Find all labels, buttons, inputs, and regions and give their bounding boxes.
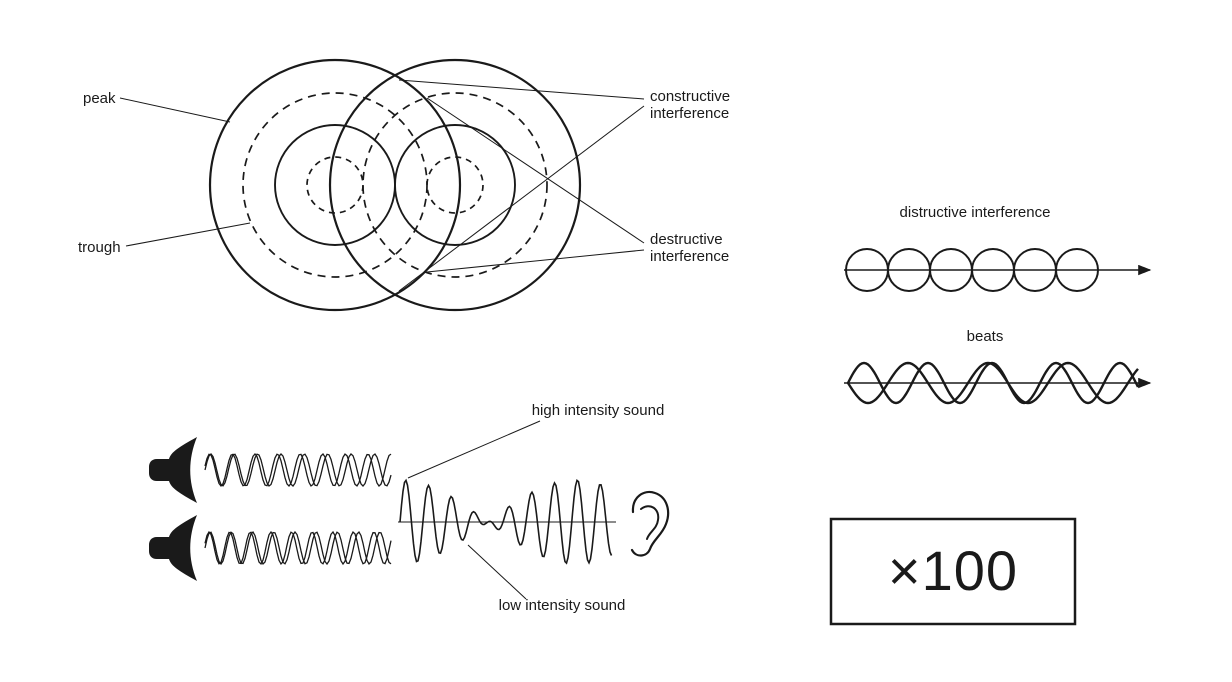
speaker-beats-diagram: high intensity sound low intensity sound — [149, 402, 670, 614]
trough-pointer-line — [125, 222, 251, 247]
interference-pattern: peak trough constructive interference de… — [78, 58, 734, 312]
destructive-pointer-line-top — [426, 97, 645, 244]
ear-outer-curve — [630, 490, 670, 557]
high-intensity-label: high intensity sound — [532, 402, 665, 419]
peak-wavefront-circle — [208, 58, 462, 312]
trough-wavefront-circle — [362, 92, 548, 278]
speaker-bottom-wave — [204, 530, 392, 566]
destructive-interference-label: destructive interference — [650, 231, 729, 265]
multiplier-box-border — [829, 517, 1077, 626]
destructive-label-line2: interference — [650, 248, 729, 265]
trough-wavefront-circle — [306, 156, 364, 214]
destructive-pointer-line-bottom — [426, 249, 645, 273]
constructive-pointer-line-top — [398, 79, 645, 100]
peak-pointer-line — [119, 97, 231, 123]
trough-wavefront-circle — [426, 156, 484, 214]
trough-label: trough — [78, 239, 121, 256]
speaker-icon — [149, 437, 197, 503]
constructive-interference-label: constructive interference — [650, 88, 734, 122]
constructive-label-line2: interference — [650, 105, 729, 122]
peak-wavefront-circle — [394, 124, 516, 246]
speaker-bottom-wave — [204, 530, 392, 566]
constructive-pointer-line-bottom — [398, 105, 645, 292]
destructive-label-line1: destructive — [650, 231, 723, 248]
speaker-top-wave — [204, 452, 392, 488]
trough-wavefront-circle — [242, 92, 428, 278]
beats-panel-title: beats — [967, 328, 1004, 345]
ear-icon — [630, 490, 670, 557]
wave-loop — [1055, 248, 1099, 292]
peak-wavefront-circle — [274, 124, 396, 246]
wave-source-left — [208, 58, 462, 312]
speaker-icon — [149, 515, 197, 581]
multiplier-value: ×100 — [888, 539, 1018, 602]
ear-inner-curve — [640, 505, 660, 540]
out-of-phase-wave-loops — [845, 248, 1099, 292]
high-intensity-pointer-line — [407, 420, 541, 479]
beats-panel: beats — [844, 328, 1152, 405]
wave-source-right — [328, 58, 582, 312]
multiplier-box: ×100 — [829, 517, 1077, 626]
low-intensity-pointer-line — [467, 544, 527, 600]
constructive-label-line1: constructive — [650, 88, 730, 105]
destructive-interference-panel: distructive interference — [844, 204, 1152, 292]
peak-label: peak — [83, 90, 116, 107]
low-intensity-label: low intensity sound — [499, 597, 626, 614]
destructive-panel-title: distructive interference — [900, 204, 1051, 221]
combined-beat-waveform — [399, 478, 613, 565]
peak-wavefront-circle — [328, 58, 582, 312]
beats-wave-b — [846, 361, 1139, 405]
beats-wave-a — [846, 361, 1140, 405]
